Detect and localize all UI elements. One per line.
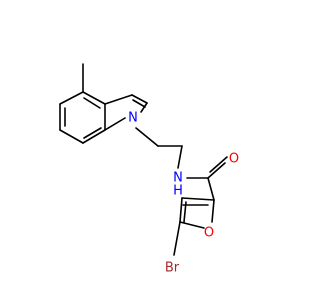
bond-8 (83, 97, 101, 109)
carbonyl-oxygen-label: O (229, 152, 239, 167)
bond-13 (104, 117, 126, 131)
indole-nitrogen-label: N (128, 111, 138, 126)
bond-27 (183, 201, 187, 223)
bond-21 (207, 177, 215, 201)
structure-diagram: N N H O O Br (59, 63, 239, 276)
bond-19 (207, 162, 226, 179)
amide-hydrogen-label: H (173, 184, 183, 199)
bond-14 (132, 99, 146, 108)
bond-5 (82, 91, 106, 105)
bond-7 (83, 127, 102, 139)
bond-3 (82, 129, 106, 144)
bond-20 (209, 156, 228, 173)
bonds-layer (59, 63, 228, 256)
bond-10 (104, 94, 133, 105)
bond-23 (179, 221, 205, 229)
bond-11 (131, 94, 148, 104)
bond-24 (179, 197, 183, 223)
bond-17 (177, 145, 183, 169)
bond-15 (135, 127, 159, 147)
bond-0 (59, 91, 84, 105)
bond-25 (181, 197, 215, 201)
bond-28 (173, 221, 181, 256)
bond-12 (140, 102, 148, 113)
bond-22 (211, 199, 215, 223)
amide-nitrogen-label: N (173, 171, 183, 186)
furan-oxygen-label: O (204, 226, 214, 241)
atom-labels-layer: N N H O O Br (128, 111, 239, 276)
bond-2 (59, 129, 84, 144)
molecule-canvas: N N H O O Br (59, 63, 239, 276)
bromine-label: Br (165, 261, 180, 276)
